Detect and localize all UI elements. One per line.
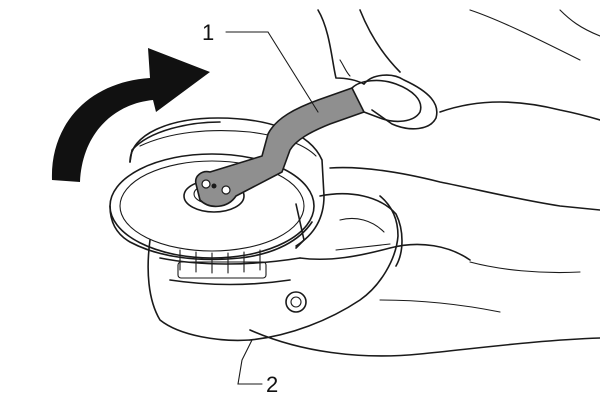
thumb xyxy=(351,79,422,123)
upper-hand xyxy=(317,9,600,130)
grinder-body xyxy=(147,193,403,342)
lock-nut-wrench xyxy=(194,87,365,208)
leader-line-1 xyxy=(225,31,319,113)
leader-line-2 xyxy=(237,339,263,385)
callout-2: 2 xyxy=(266,372,278,397)
lower-hand xyxy=(249,166,600,357)
curved-arrow-icon xyxy=(51,48,211,182)
callout-1: 1 xyxy=(202,20,214,45)
